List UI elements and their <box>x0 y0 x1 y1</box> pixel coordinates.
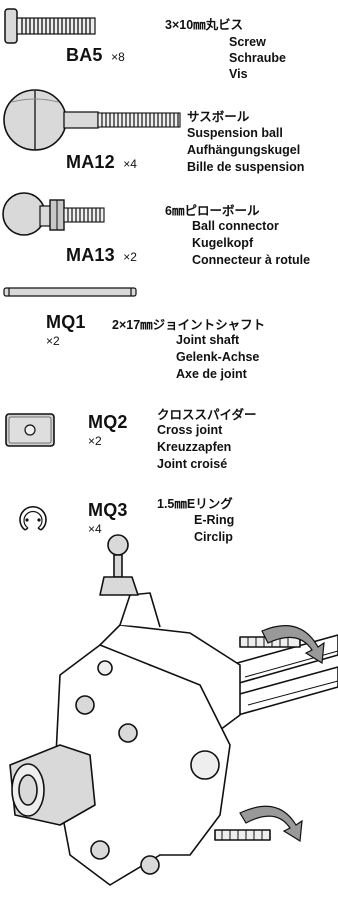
mq1-jp-name: 2×17㎜ジョイントシャフト <box>112 318 266 332</box>
mq2-quantity: ×2 <box>88 434 102 448</box>
mq3-quantity: ×4 <box>88 522 102 536</box>
part-quantity: ×4 <box>123 157 137 171</box>
mq3-code: MQ3 <box>88 500 128 520</box>
ba5-jp-name: 3×10㎜丸ビス <box>165 18 244 32</box>
mq2-name-de: Kreuzzapfen <box>157 440 232 454</box>
ball-connector-icon <box>2 192 105 236</box>
mq3-name-de: Circlip <box>194 530 233 544</box>
e-ring-icon <box>19 505 47 531</box>
mq1-name-en: Joint shaft <box>176 333 240 347</box>
mq2-name-fr: Joint croisé <box>157 457 228 471</box>
mq3-jp-name: 1.5㎜Eリング <box>157 497 233 511</box>
ma13-jp-name: 6㎜ピローボール <box>165 204 260 218</box>
ma13-label: MA13 ×2 <box>66 245 137 266</box>
ma13-name-fr: Connecteur à rotule <box>192 253 311 267</box>
part-code: BA5 <box>66 45 103 65</box>
mq3-name-en: E-Ring <box>194 513 235 527</box>
ba5-name-de: Schraube <box>229 51 286 65</box>
mq2-jp-name: クロススパイダー <box>157 408 257 422</box>
joint-shaft-icon <box>3 287 137 297</box>
ma12-label: MA12 ×4 <box>66 152 137 173</box>
cross-joint-icon <box>5 413 55 447</box>
mq2-name-en: Cross joint <box>157 423 223 437</box>
ba5-label: BA5 ×8 <box>66 45 125 66</box>
screw-icon <box>4 8 96 44</box>
rotate-arrow-lower-icon <box>239 805 303 843</box>
ma12-name-de: Aufhängungskugel <box>187 143 301 157</box>
ma13-name-en: Ball connector <box>192 219 279 233</box>
ma12-jp-name: サスボール <box>187 110 250 124</box>
ma12-name-fr: Bille de suspension <box>187 160 305 174</box>
ma13-name-de: Kugelkopf <box>192 236 254 250</box>
ba5-name-fr: Vis <box>229 67 248 81</box>
mq1-quantity: ×2 <box>46 334 60 348</box>
assembly-illustration <box>9 534 338 886</box>
part-code: MA13 <box>66 245 115 265</box>
suspension-ball-icon <box>3 89 181 151</box>
part-quantity: ×2 <box>123 250 137 264</box>
rotate-arrow-upper-icon <box>261 625 325 665</box>
part-quantity: ×8 <box>111 50 125 64</box>
part-code: MA12 <box>66 152 115 172</box>
ma12-name-en: Suspension ball <box>187 126 283 140</box>
mq1-name-fr: Axe de joint <box>176 367 247 381</box>
mq2-code: MQ2 <box>88 412 128 432</box>
ba5-name-en: Screw <box>229 35 266 49</box>
mq1-name-de: Gelenk-Achse <box>176 350 260 364</box>
mq1-code: MQ1 <box>46 312 86 332</box>
